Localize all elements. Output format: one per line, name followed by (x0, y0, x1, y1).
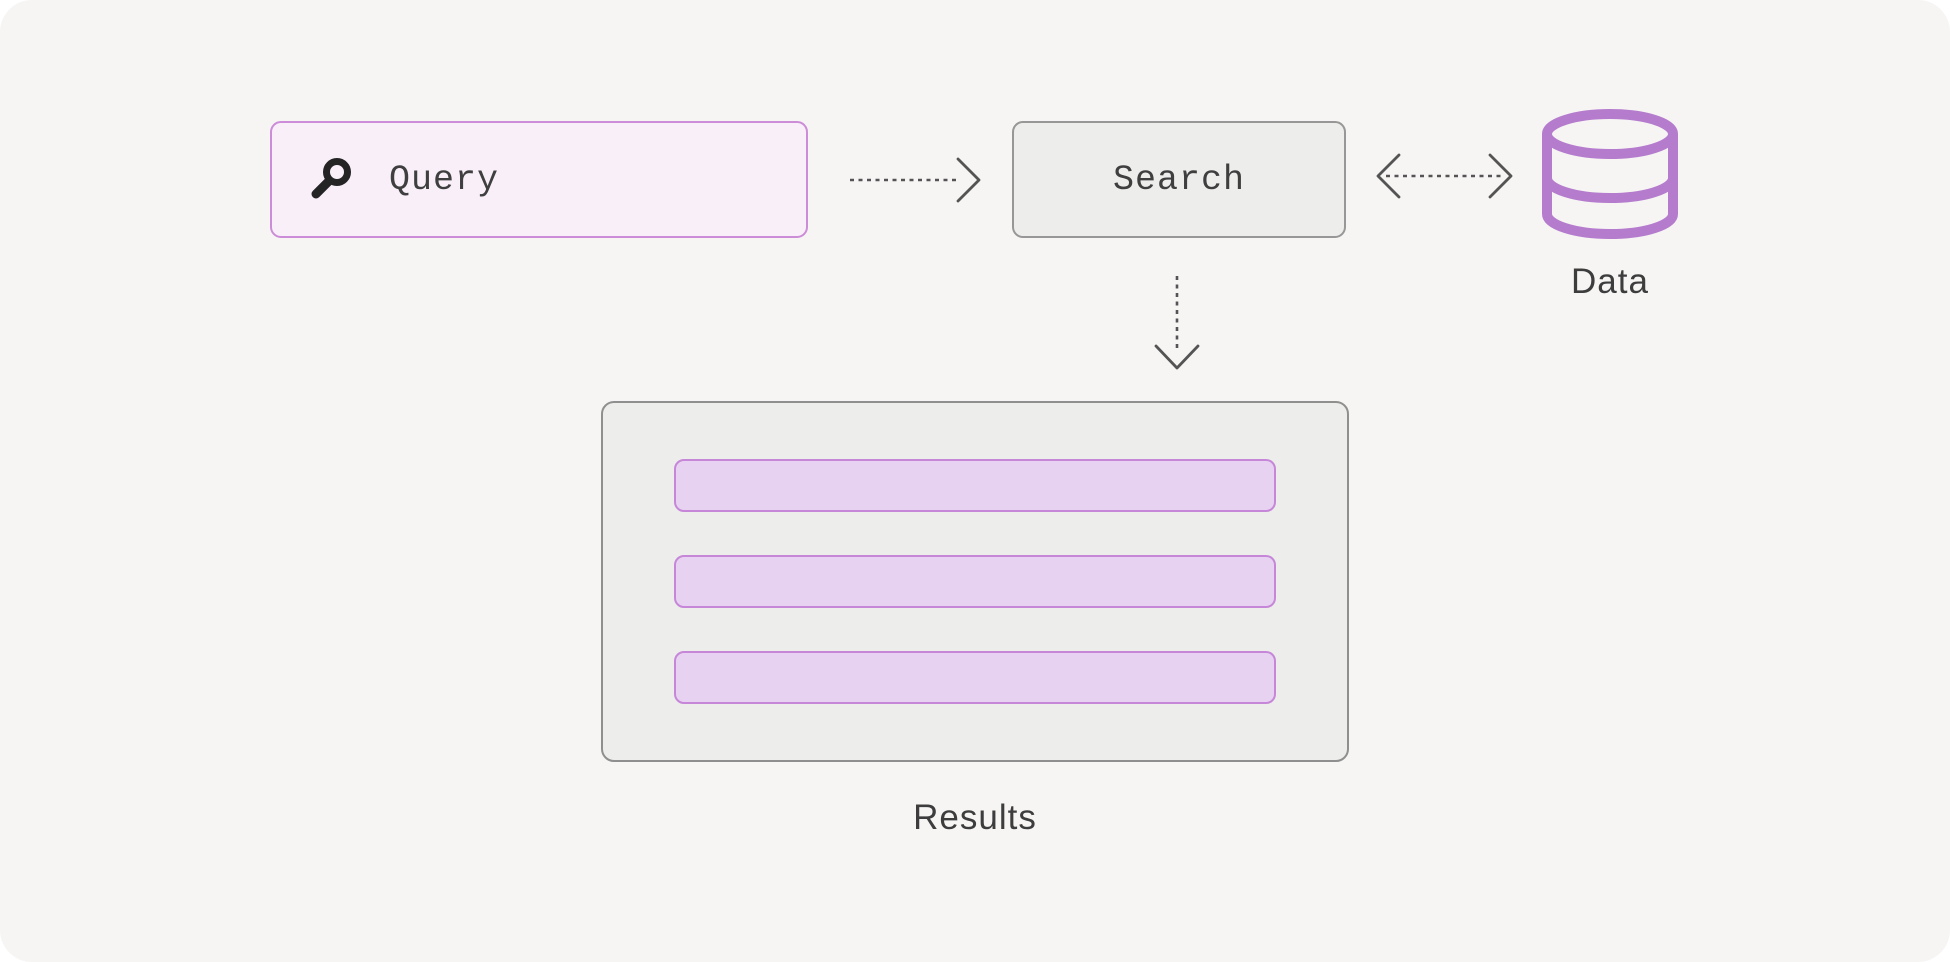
arrow-search-to-results (1154, 276, 1200, 370)
result-item-bar (674, 459, 1276, 512)
result-item-bar (674, 651, 1276, 704)
search-box[interactable]: Search (1012, 121, 1346, 238)
query-box[interactable]: Query (270, 121, 808, 238)
result-item-bar (674, 555, 1276, 608)
data-label: Data (1571, 262, 1649, 301)
search-icon (311, 157, 351, 198)
database-icon (1542, 109, 1678, 239)
query-label: Query (389, 159, 500, 200)
results-box[interactable] (601, 401, 1349, 762)
search-label: Search (1112, 159, 1246, 200)
arrow-search-data-bidirectional (1376, 153, 1513, 199)
results-label: Results (913, 798, 1037, 837)
arrow-query-to-search (850, 157, 981, 203)
